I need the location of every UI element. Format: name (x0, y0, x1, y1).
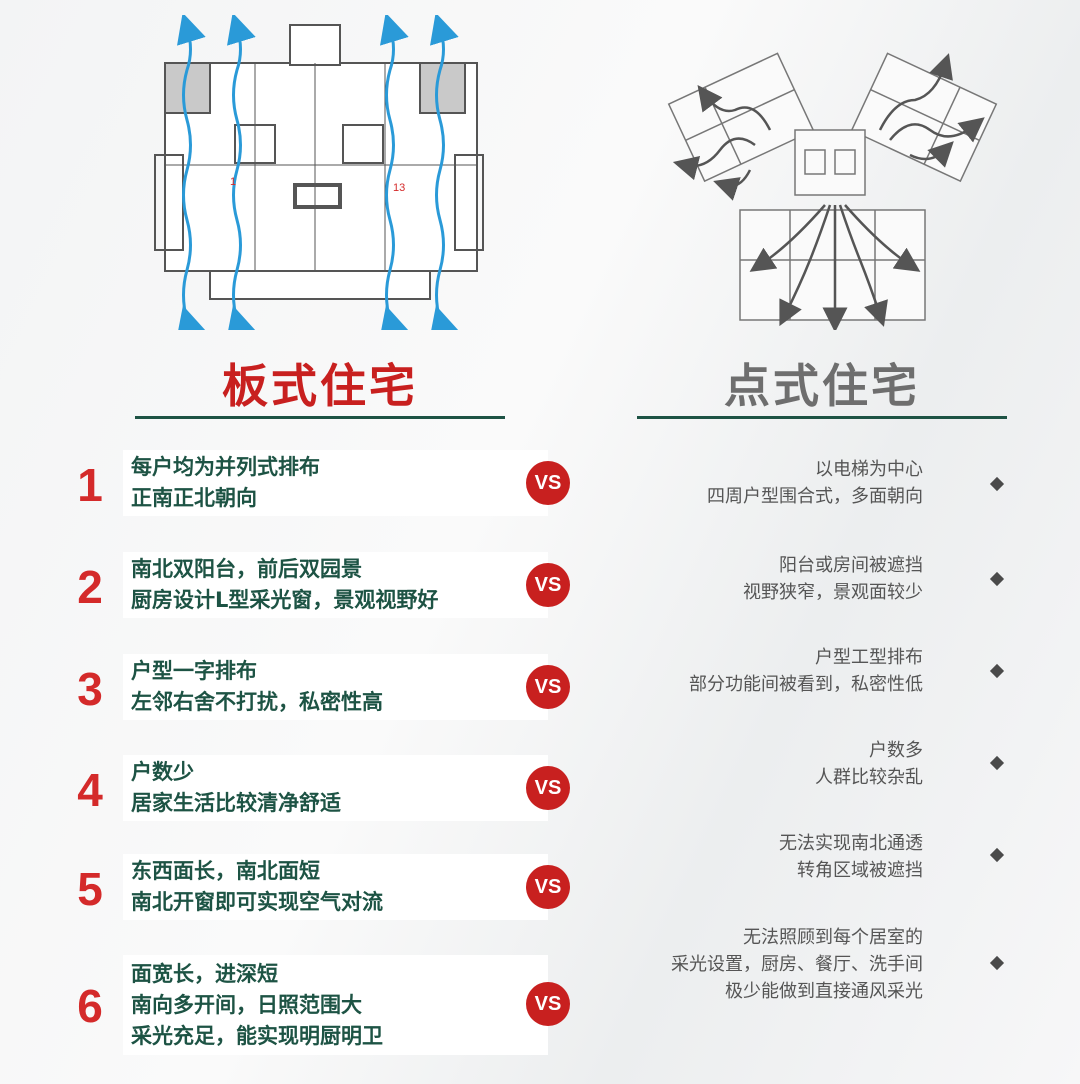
comparison-row-4: 4 户数少 居家生活比较清净舒适 VS 户数多 人群比较杂乱 (0, 740, 1080, 823)
point-feature-line: 视野狭窄，景观面较少 (743, 582, 923, 603)
point-feature: 户型工型排布 部分功能间被看到，私密性低 (583, 644, 923, 698)
bullet-diamond-icon (989, 571, 1005, 587)
slab-feature-line: 南向多开间，日照范围大 (131, 992, 362, 1017)
point-feature-line: 极少能做到直接通风采光 (725, 981, 923, 1002)
row-number: 3 (77, 663, 103, 715)
unit-number-label: 13 (393, 182, 405, 194)
slab-feature-line: 左邻右舍不打扰，私密性高 (131, 690, 383, 714)
slab-feature-line: 厨房设计L型采光窗，景观视野好 (131, 588, 439, 612)
point-feature-line: 采光设置，厨房、餐厅、洗手间 (671, 954, 923, 975)
slab-feature-line: 南北双阳台，前后双园景 (131, 557, 362, 581)
row-number: 4 (77, 764, 103, 816)
vs-badge: VS (526, 665, 570, 709)
slab-feature-line: 采光充足，能实现明厨明卫 (131, 1023, 383, 1048)
slab-feature: 户型一字排布 左邻右舍不打扰，私密性高 (123, 654, 548, 720)
comparison-row-1: 1 每户均为并列式排布 正南正北朝向 VS 以电梯为中心 四周户型围合式，多面朝… (0, 448, 1080, 518)
slab-feature: 南北双阳台，前后双园景 厨房设计L型采光窗，景观视野好 (123, 552, 548, 618)
point-feature: 阳台或房间被遮挡 视野狭窄，景观面较少 (583, 552, 923, 606)
point-feature: 以电梯为中心 四周户型围合式，多面朝向 (583, 456, 923, 510)
bullet-diamond-icon (989, 663, 1005, 679)
comparison-row-5: 5 东西面长，南北面短 南北开窗即可实现空气对流 VS 无法实现南北通透 转角区… (0, 833, 1080, 922)
point-feature-line: 无法实现南北通透 (779, 833, 923, 854)
point-feature-line: 阳台或房间被遮挡 (779, 555, 923, 576)
comparison-row-2: 2 南北双阳台，前后双园景 厨房设计L型采光窗，景观视野好 VS 阳台或房间被遮… (0, 550, 1080, 620)
point-feature-line: 部分功能间被看到，私密性低 (689, 674, 923, 695)
point-feature: 户数多 人群比较杂乱 (583, 737, 923, 791)
row-number: 6 (77, 980, 103, 1032)
bullet-diamond-icon (989, 755, 1005, 771)
slab-feature: 每户均为并列式排布 正南正北朝向 (123, 450, 548, 516)
slab-feature-line: 居家生活比较清净舒适 (131, 791, 341, 815)
bullet-diamond-icon (989, 955, 1005, 971)
row-number: 1 (77, 459, 103, 511)
point-feature-line: 户型工型排布 (815, 647, 923, 668)
slab-feature-line: 户型一字排布 (131, 659, 257, 683)
point-feature-line: 无法照顾到每个居室的 (743, 927, 923, 948)
right-divider (637, 416, 1007, 419)
row-number: 2 (77, 561, 103, 613)
comparison-row-3: 3 户型一字排布 左邻右舍不打扰，私密性高 VS 户型工型排布 部分功能间被看到… (0, 647, 1080, 722)
svg-text:1: 1 (230, 176, 236, 188)
point-feature-line: 户数多 (869, 740, 923, 761)
point-feature-line: 以电梯为中心 (815, 459, 923, 480)
comparison-row-6: 6 面宽长，进深短 南向多开间，日照范围大 采光充足，能实现明厨明卫 VS 无法… (0, 927, 1080, 1055)
slab-feature-line: 东西面长，南北面短 (131, 859, 320, 883)
left-divider (135, 416, 505, 419)
point-feature: 无法照顾到每个居室的 采光设置，厨房、餐厅、洗手间 极少能做到直接通风采光 (583, 924, 923, 1005)
slab-feature-line: 每户均为并列式排布 (131, 455, 320, 479)
slab-housing-title: 板式住宅 (222, 359, 418, 413)
slab-feature: 东西面长，南北面短 南北开窗即可实现空气对流 (123, 854, 548, 920)
slab-floor-plan: 1 13 (154, 15, 484, 330)
vs-badge: VS (526, 563, 570, 607)
bullet-diamond-icon (989, 847, 1005, 863)
slab-feature: 户数少 居家生活比较清净舒适 (123, 755, 548, 821)
point-tower-floor-plan (667, 52, 998, 330)
vs-badge: VS (526, 766, 570, 810)
point-feature-line: 人群比较杂乱 (815, 767, 923, 788)
point-housing-title: 点式住宅 (724, 359, 920, 413)
slab-feature-line: 面宽长，进深短 (131, 961, 278, 986)
vs-badge: VS (526, 461, 570, 505)
point-feature-line: 四周户型围合式，多面朝向 (707, 486, 923, 507)
bullet-diamond-icon (989, 476, 1005, 492)
point-feature-line: 转角区域被遮挡 (797, 860, 923, 881)
point-feature: 无法实现南北通透 转角区域被遮挡 (583, 830, 923, 884)
vs-badge: VS (526, 982, 570, 1026)
vs-badge: VS (526, 865, 570, 909)
slab-feature: 面宽长，进深短 南向多开间，日照范围大 采光充足，能实现明厨明卫 (123, 955, 548, 1055)
row-number: 5 (77, 863, 103, 915)
slab-feature-line: 南北开窗即可实现空气对流 (131, 890, 383, 914)
slab-feature-line: 户数少 (131, 760, 194, 784)
slab-feature-line: 正南正北朝向 (131, 486, 257, 510)
